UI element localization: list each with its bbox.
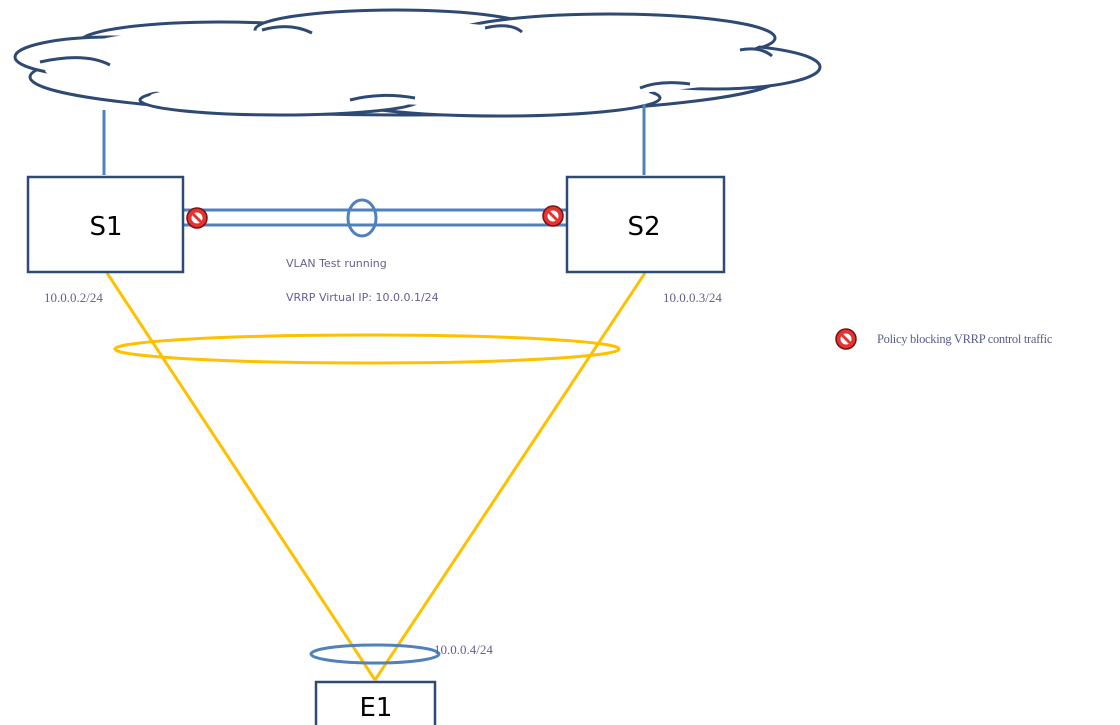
- lag-indicator: [346, 198, 378, 238]
- endpoint-e1-label: E1: [360, 693, 393, 723]
- no-entry-icon: [542, 205, 564, 227]
- e1-lag-links: [105, 272, 647, 681]
- legend: Policy blocking VRRP control traffic: [835, 328, 1053, 350]
- no-entry-icon: [186, 207, 208, 229]
- no-entry-icon: [835, 328, 857, 350]
- s1-ip-label: 10.0.0.2/24: [44, 290, 103, 305]
- e1-ip-label: 10.0.0.4/24: [434, 642, 493, 657]
- switch-s2-label: S2: [627, 212, 660, 242]
- switch-s1-label: S1: [89, 212, 122, 242]
- legend-label: Policy blocking VRRP control traffic: [877, 332, 1053, 346]
- switch-s2: S2: [565, 175, 726, 274]
- vlan-label: VLAN Test running: [286, 257, 387, 270]
- e1-lag-indicator: [309, 643, 441, 665]
- switch-s1: S1: [26, 175, 185, 274]
- s2-ip-label: 10.0.0.3/24: [663, 290, 722, 305]
- endpoint-e1: E1: [314, 680, 437, 725]
- vrrp-label: VRRP Virtual IP: 10.0.0.1/24: [286, 291, 439, 304]
